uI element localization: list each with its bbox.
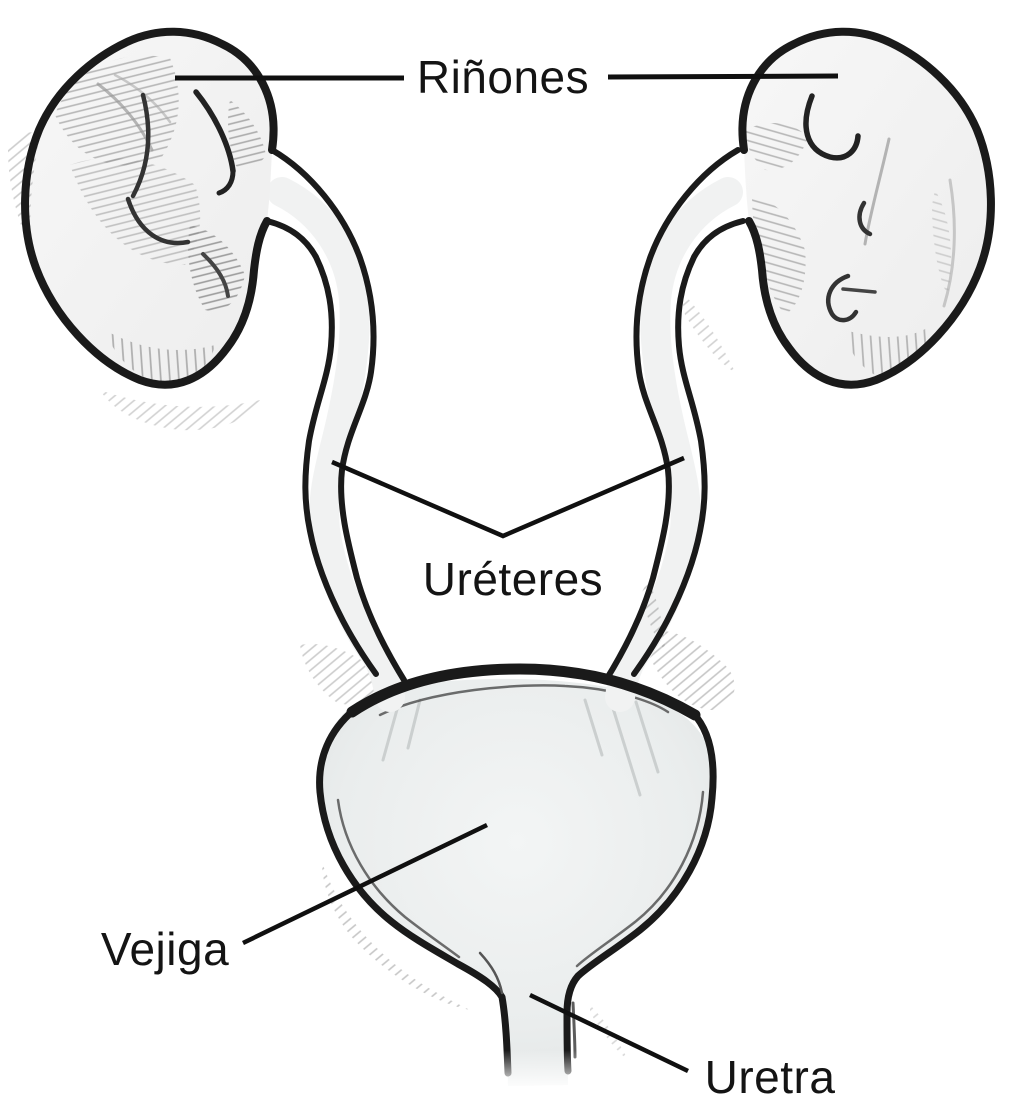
bladder-shading-hatch	[300, 630, 735, 1060]
bladder-drawing	[300, 630, 735, 1086]
left-ureter-drawing	[264, 147, 407, 683]
left-ureter-outer-wall	[269, 147, 407, 683]
annotations: Riñones Uréteres Vejiga Uretra	[101, 51, 839, 1103]
urethra-fade	[455, 1050, 590, 1113]
bladder-label: Vejiga	[101, 923, 229, 975]
kidneys-label: Riñones	[417, 51, 589, 103]
bladder-body	[319, 678, 715, 1086]
left-kidney-inner-lines	[96, 73, 236, 298]
right-kidney-outline	[738, 27, 995, 389]
left-kidney-drawing	[8, 27, 278, 431]
right-kidney-body	[738, 31, 990, 385]
urethra-leader-line	[529, 992, 689, 1074]
right-ureter-drawing	[603, 147, 746, 683]
urethra-label: Uretra	[705, 1051, 836, 1103]
right-ureter-inner-wall	[631, 218, 746, 677]
kidneys-leader-line-right	[607, 73, 839, 80]
right-kidney-inner-lines	[803, 93, 956, 323]
right-ureter-outer-wall	[603, 147, 741, 683]
bladder-inner-contours	[336, 684, 705, 968]
bladder-leader-line	[242, 822, 488, 946]
left-ureter-inner-wall	[264, 218, 379, 677]
ureters-label: Uréteres	[423, 553, 603, 605]
ureters-pointer-lines	[331, 455, 685, 539]
bladder-texture-streaks	[381, 698, 660, 797]
ureter-tube-bodies	[267, 177, 743, 712]
left-kidney-outline	[21, 27, 278, 389]
